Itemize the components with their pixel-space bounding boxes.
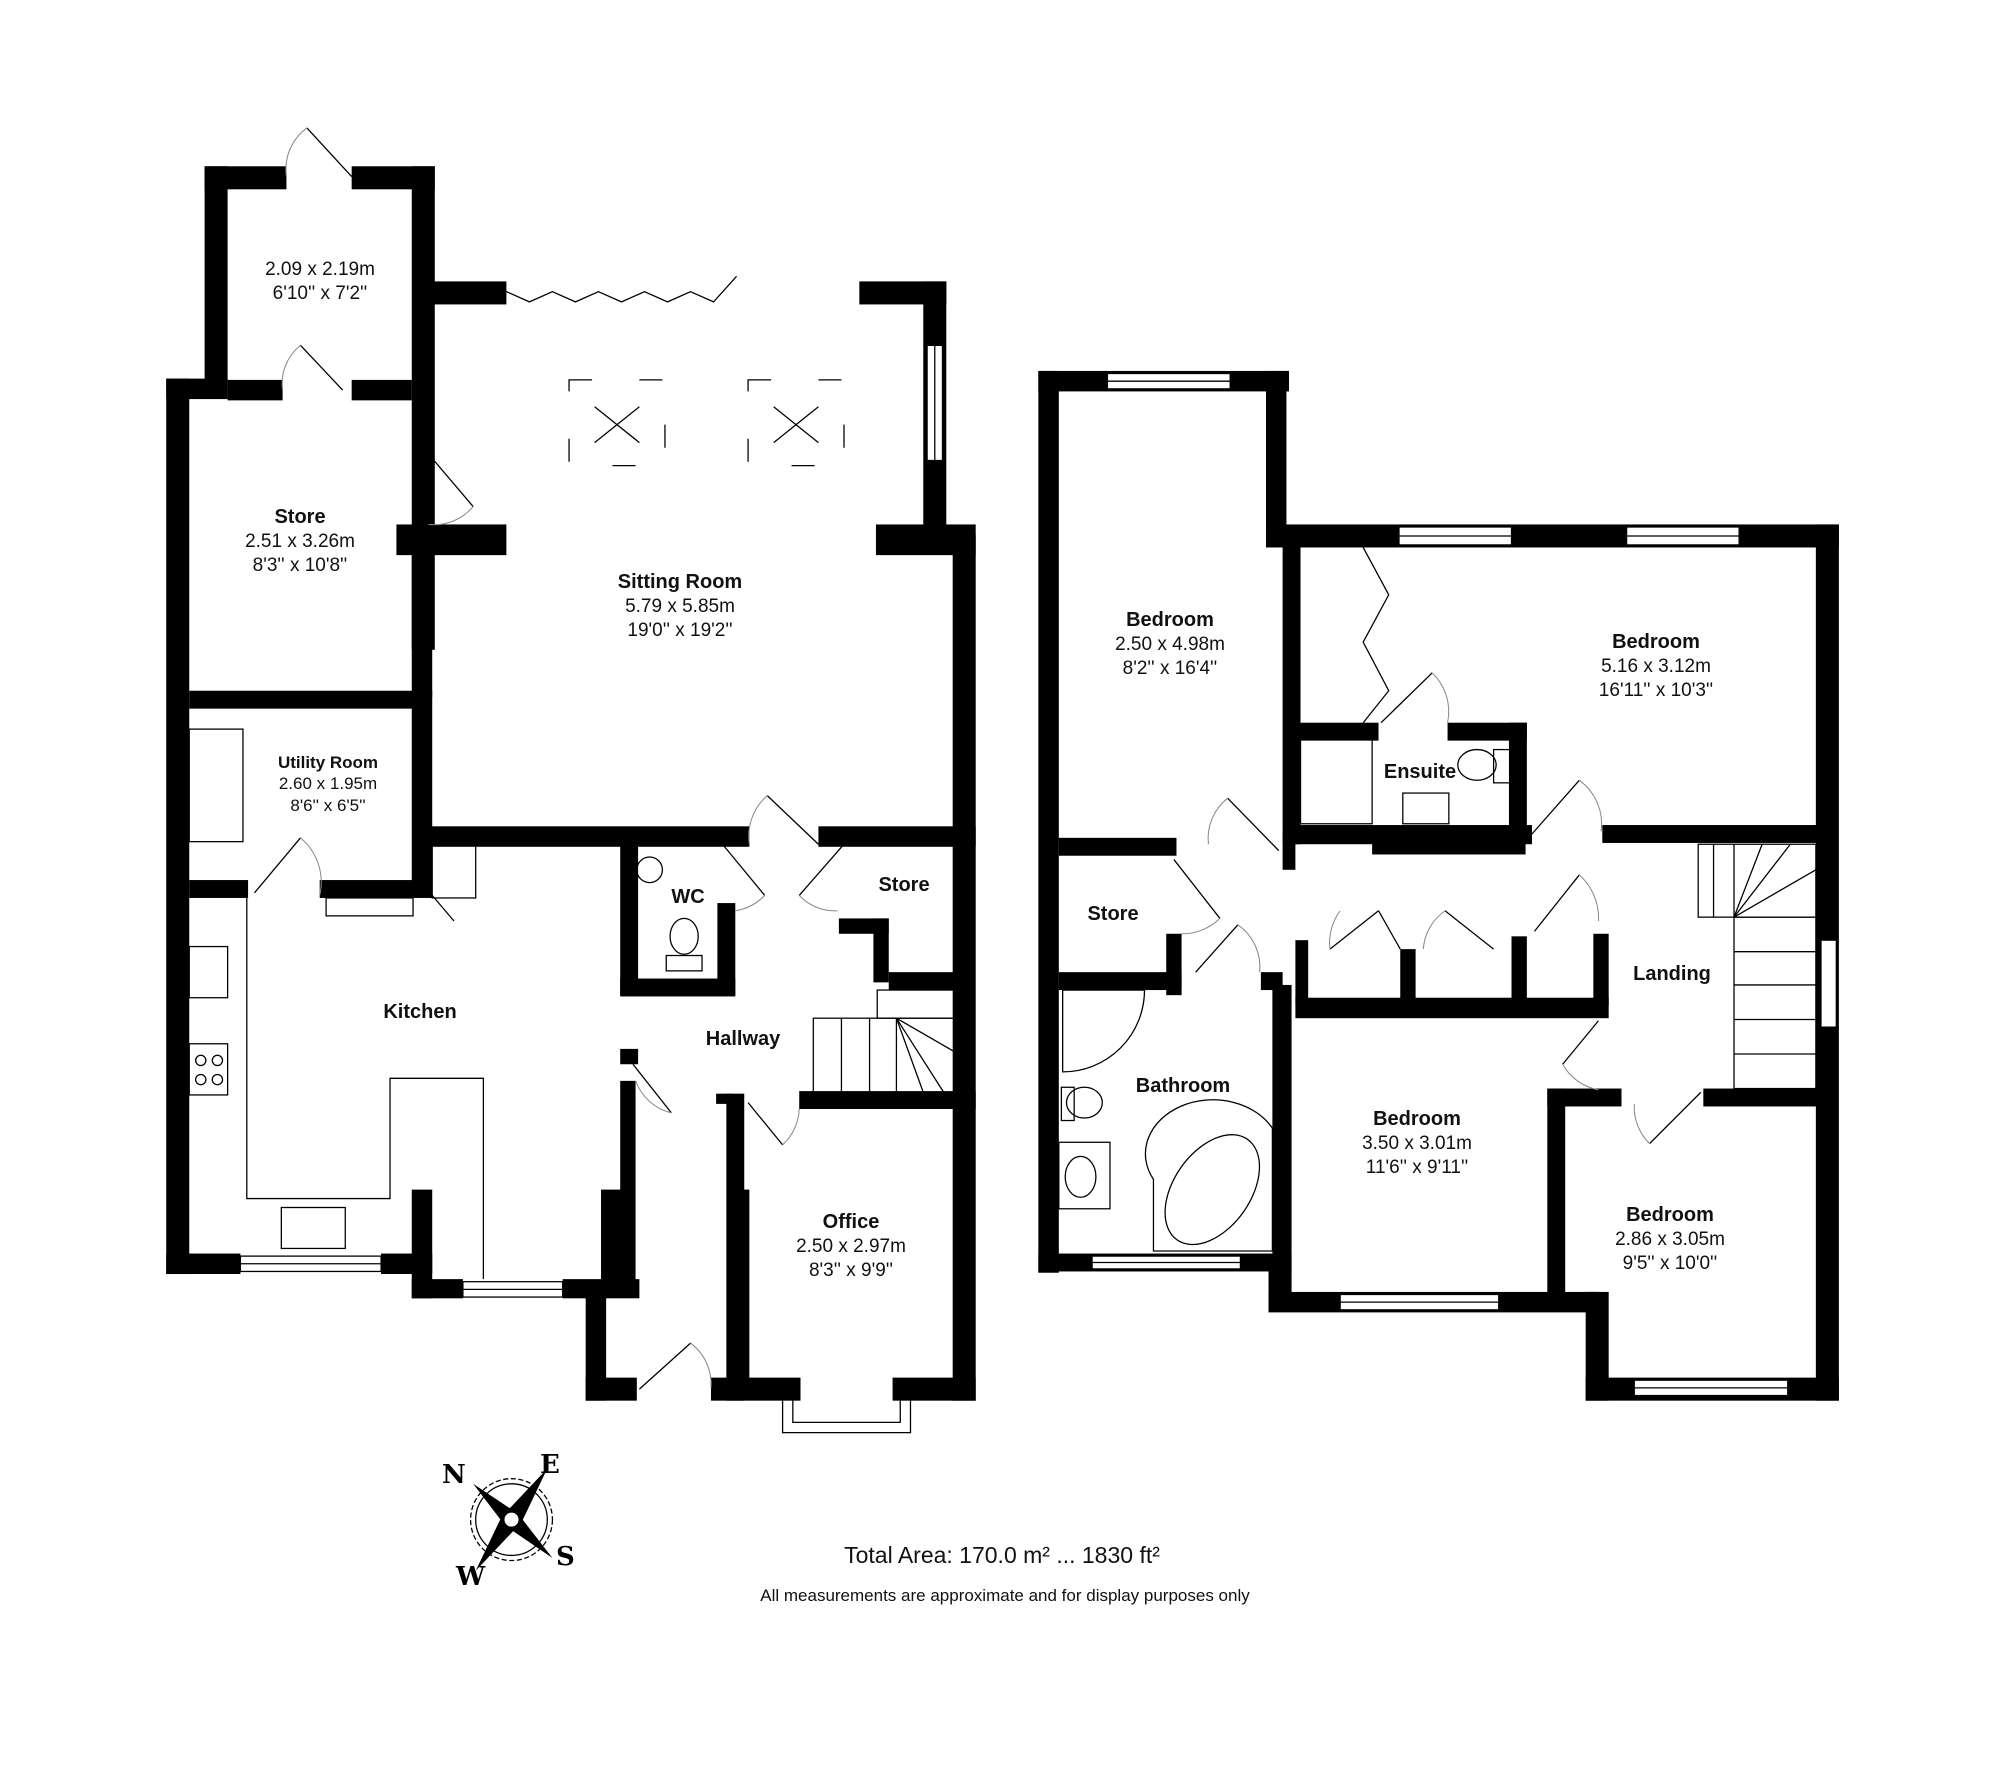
room-label-wc: WC — [671, 886, 705, 908]
room-label-hallway: Hallway — [705, 1028, 781, 1050]
compass-rose-icon — [469, 1468, 554, 1571]
room-label-utility-room: Utility Room 2.60 x 1.95m 8'6'' x 6'5'' — [277, 753, 379, 815]
compass-north-label: N — [442, 1460, 466, 1490]
total-area-text: Total Area: 170.0 m² ... 1830 ft² — [844, 1542, 1160, 1568]
room-label-store-first: Store — [1087, 903, 1139, 925]
room-label-bathroom: Bathroom — [1135, 1075, 1231, 1097]
room-label-garden-store: 2.09 x 2.19m 6'10'' x 7'2'' — [265, 259, 375, 304]
room-label-bedroom-3: Bedroom 3.50 x 3.01m 11'6'' x 9'11'' — [1362, 1108, 1472, 1178]
room-label-ensuite: Ensuite — [1383, 761, 1457, 783]
room-label-landing: Landing — [1633, 963, 1711, 985]
ground-floor-walls — [166, 166, 976, 1401]
compass-west-label: W — [456, 1562, 486, 1592]
room-label-office: Office 2.50 x 2.97m 8'3'' x 9'9'' — [796, 1211, 906, 1281]
first-floor-fixtures — [1058, 372, 1837, 1397]
room-label-bedroom-2: Bedroom 5.16 x 3.12m 16'11'' x 10'3'' — [1598, 631, 1714, 701]
room-label-bedroom-1: Bedroom 2.50 x 4.98m 8'2'' x 16'4'' — [1115, 609, 1225, 679]
ground-floor-fixtures — [188, 127, 955, 1434]
room-label-kitchen: Kitchen — [383, 1001, 457, 1023]
compass-east-label: E — [540, 1450, 560, 1480]
compass-south-label: S — [556, 1542, 575, 1572]
disclaimer-text: All measurements are approximate and for… — [760, 1586, 1250, 1605]
room-label-store: Store 2.51 x 3.26m 8'3'' x 10'8'' — [245, 506, 355, 576]
room-label-bedroom-4: Bedroom 2.86 x 3.05m 9'5'' x 10'0'' — [1615, 1204, 1725, 1274]
room-label-store-small: Store — [878, 874, 930, 896]
room-label-sitting-room: Sitting Room 5.79 x 5.85m 19'0'' x 19'2'… — [617, 571, 743, 641]
